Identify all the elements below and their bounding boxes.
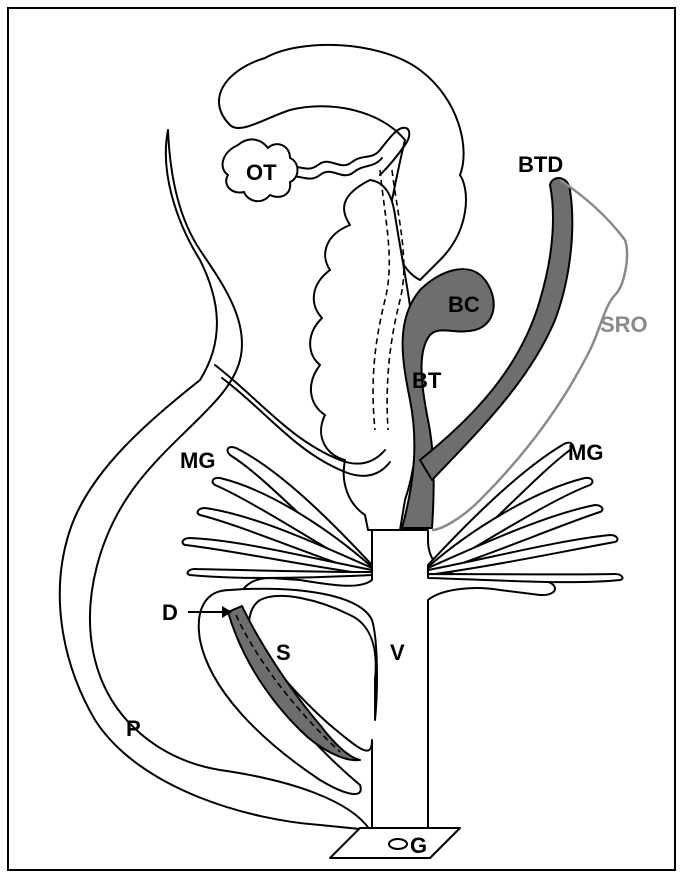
label-g: G bbox=[410, 833, 427, 858]
label-btd: BTD bbox=[518, 152, 563, 177]
label-s: S bbox=[276, 640, 291, 665]
genital-pore bbox=[389, 839, 407, 849]
label-d: D bbox=[162, 600, 178, 625]
label-mg-right: MG bbox=[568, 440, 603, 465]
label-v: V bbox=[390, 640, 405, 665]
label-ot: OT bbox=[246, 160, 277, 185]
label-p: P bbox=[126, 716, 141, 741]
label-mg-left: MG bbox=[180, 448, 215, 473]
label-bc: BC bbox=[448, 292, 480, 317]
label-bt: BT bbox=[412, 368, 442, 393]
label-sro: SRO bbox=[600, 312, 648, 337]
oviduct-tube-upper bbox=[280, 128, 409, 175]
